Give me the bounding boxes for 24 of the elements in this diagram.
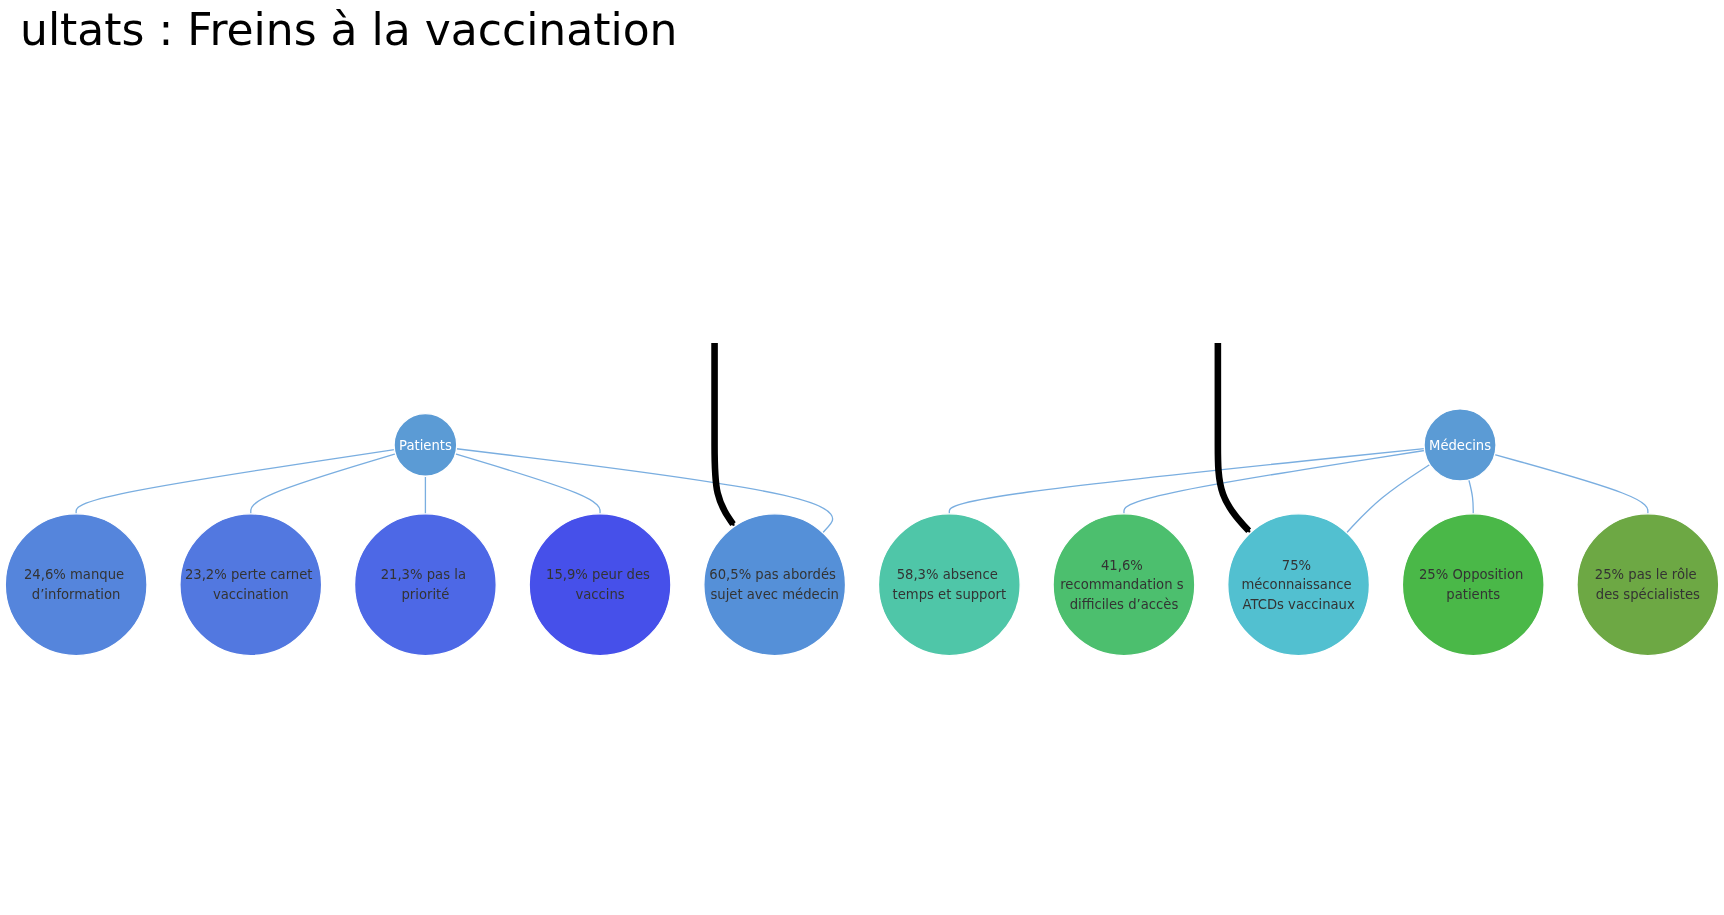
node-circle: 75% méconnaissance ATCDs vaccinaux	[1227, 512, 1371, 656]
node-circle: 25% pas le rôle des spécialistes	[1576, 512, 1720, 656]
connector	[75, 448, 396, 515]
arrow	[711, 342, 736, 527]
connector	[1494, 453, 1649, 515]
node-circle: 41,6% recommandation s difficiles d’accès	[1052, 512, 1196, 656]
node-circle: Médecins	[1423, 407, 1497, 482]
node-circle: 21,3% pas la priorité	[353, 512, 497, 656]
node-circle: 23,2% perte carnet vaccination	[179, 512, 323, 656]
connector	[948, 447, 1425, 515]
connector	[424, 475, 427, 515]
connector	[455, 447, 834, 533]
connector	[1468, 478, 1474, 515]
node-circle: 58,3% absence temps et support	[877, 512, 1021, 656]
arrow	[1214, 342, 1252, 533]
node-circle: 60,5% pas abordés sujet avec médecin	[703, 512, 847, 656]
connector	[250, 452, 397, 515]
node-circle: 15,9% peur des vaccins	[528, 512, 672, 656]
node-circle: 24,6% manque d’information	[4, 512, 148, 656]
connector	[1346, 463, 1431, 533]
connector	[454, 452, 601, 515]
node-circle: Patients	[393, 412, 458, 477]
node-circle: 25% Opposition patients	[1401, 512, 1545, 656]
slide-title: ultats : Freins à la vaccination	[20, 4, 679, 57]
